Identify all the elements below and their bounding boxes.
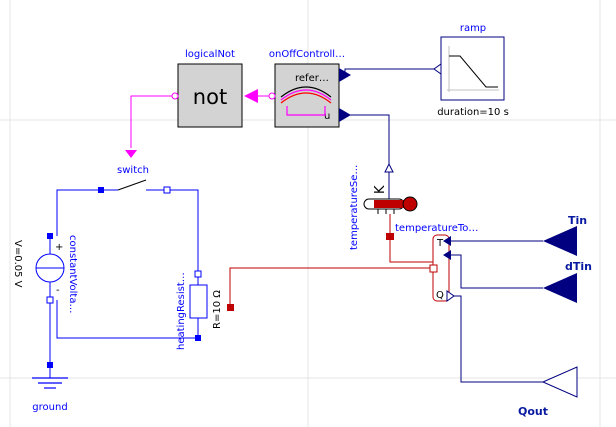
controller-label: onOffControll… [269, 49, 345, 60]
heat-block-dt-input-port[interactable] [443, 250, 451, 260]
ramp-label: ramp [460, 23, 486, 34]
electric-connections [49, 189, 199, 363]
constant-voltage-block[interactable] [35, 233, 65, 304]
resistor-pin-n[interactable] [195, 335, 201, 341]
hysteresis-icon [280, 86, 332, 116]
ramp-duration: duration=10 s [437, 107, 509, 118]
connection-dtin[interactable] [451, 254, 543, 289]
resistor-param: R=10 Ω [212, 290, 223, 329]
sensor-label: temperatureSe… [349, 165, 360, 250]
controller-reference-label: refer… [295, 73, 329, 84]
heat-block-q-output-port[interactable] [446, 290, 455, 302]
sensor-unit: K [373, 185, 388, 194]
ground-block[interactable] [32, 362, 68, 389]
voltage-plus: + [55, 242, 63, 253]
heat-block-thermal-port[interactable] [429, 264, 438, 273]
tin-label: Tin [568, 214, 587, 227]
voltage-label: constantVolta… [67, 235, 78, 313]
voltage-minus: - [56, 285, 60, 296]
dtin-input-block[interactable] [543, 273, 577, 303]
qout-label: Qout [518, 405, 548, 418]
controller-u-label: u [324, 111, 330, 122]
heat-block-port-t: T [436, 238, 444, 249]
switch-pin-n[interactable] [163, 186, 171, 194]
switch-block[interactable] [98, 150, 171, 194]
controller-output-port[interactable] [268, 92, 276, 100]
voltage-pin-p[interactable] [47, 233, 53, 239]
heat-block-port-q: Q [436, 290, 444, 301]
heat-block-t-input-port[interactable] [443, 236, 451, 246]
onoff-controller-block[interactable]: refer… u [268, 63, 351, 128]
resistor-label: heatingResist… [176, 272, 187, 350]
switch-pin-p[interactable] [98, 187, 104, 193]
heating-resistor-block[interactable] [189, 270, 234, 341]
sensor-heat-port[interactable] [386, 233, 394, 240]
resistor-heat-port[interactable] [227, 304, 234, 311]
controller-u-input-port[interactable] [339, 108, 351, 122]
voltage-param: V=0.05 V [12, 240, 23, 288]
connection-qout[interactable] [452, 295, 543, 383]
qout-output-block[interactable] [541, 366, 578, 398]
connection-ramp-to-controller[interactable] [344, 68, 440, 75]
temperature-to-heat-block[interactable] [429, 234, 455, 302]
logical-not-block[interactable]: not [171, 63, 258, 128]
switch-label: switch [117, 165, 149, 176]
switch-control-port[interactable] [125, 150, 137, 158]
logical-not-label: logicalNot [185, 49, 235, 60]
tin-input-block[interactable] [543, 226, 577, 256]
connection-sensor-thermal[interactable] [389, 237, 433, 263]
controller-reference-input-port[interactable] [339, 68, 351, 82]
voltage-pin-n[interactable] [46, 296, 54, 304]
ramp-output-port[interactable] [433, 63, 442, 75]
ground-label: ground [32, 402, 67, 413]
ground-pin[interactable] [47, 362, 53, 368]
ramp-icon [447, 46, 499, 92]
connection-not-to-switch[interactable] [130, 95, 178, 148]
ramp-block[interactable] [433, 36, 505, 101]
logical-not-input-port[interactable] [244, 89, 258, 103]
connection-resistor-heatport[interactable] [229, 267, 433, 307]
heat-block-label: temperatureTo… [395, 223, 478, 234]
temperature-sensor-block[interactable] [363, 162, 418, 240]
sensor-output-port[interactable] [384, 162, 394, 173]
logical-not-text: not [193, 85, 227, 109]
logical-not-output-port[interactable] [171, 92, 179, 100]
connection-sensor-to-controller[interactable] [345, 114, 390, 170]
dtin-label: dTin [565, 260, 592, 273]
resistor-pin-p[interactable] [194, 270, 202, 278]
